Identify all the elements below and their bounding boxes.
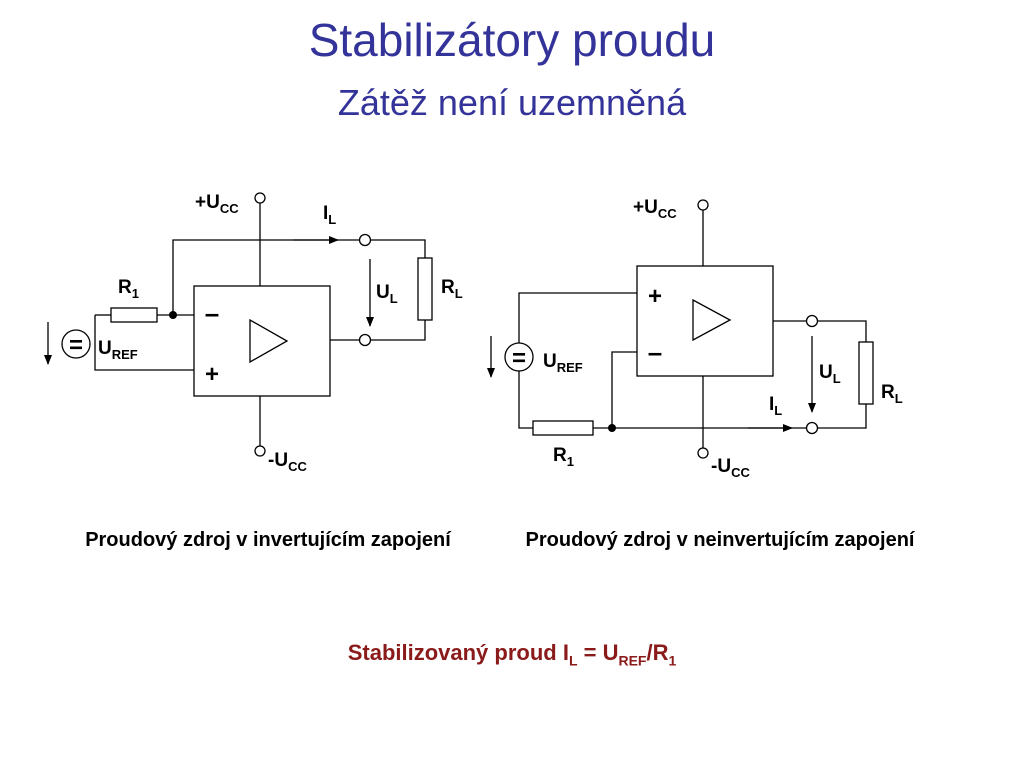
right-junction-dot [608, 424, 616, 432]
right-vcc-label: +UCC [633, 197, 677, 221]
right-caption: Proudový zdroj v neinvertujícím zapojení [525, 529, 915, 551]
left-opamp-minus: – [205, 298, 219, 328]
left-uref-label: UREF [98, 338, 138, 362]
left-opamp-triangle [249, 318, 289, 364]
left-rl-label: RL [441, 277, 463, 301]
left-vref-source [61, 329, 91, 359]
formula-prefix: Stabilizovaný proud I [347, 640, 569, 665]
right-ul-label: UL [819, 362, 841, 386]
page-title: Stabilizátory proudu [308, 14, 716, 66]
left-vee-terminal [254, 445, 266, 457]
right-r1-label: R1 [553, 445, 574, 469]
left-caption: Proudový zdroj v invertujícím zapojení [85, 529, 451, 551]
left-vcc-label: +UCC [195, 192, 239, 216]
right-rl-resistor [858, 341, 874, 405]
left-r1-resistor [110, 307, 158, 323]
left-vee-label: -UCC [268, 450, 307, 474]
right-vref-source [504, 342, 534, 372]
left-opamp-plus: + [205, 361, 219, 388]
right-r1-resistor [532, 420, 594, 436]
right-terminal-top [805, 314, 819, 328]
right-opamp-plus: + [648, 283, 662, 310]
right-opamp-triangle [692, 298, 732, 342]
page-subtitle: Zátěž není uzemněná [337, 82, 687, 123]
inverting-circuit: = – + +UCC IL R1 UL RL UREF -UCC [44, 192, 463, 474]
formula-sub-l: L [568, 652, 578, 669]
formula-slash: /R [646, 640, 669, 665]
right-rl-label: RL [881, 382, 903, 406]
right-vee-label: -UCC [711, 456, 750, 480]
left-r1-label: R1 [118, 277, 139, 301]
left-rl-resistor [417, 257, 433, 321]
right-terminal-bottom [805, 421, 819, 435]
right-uref-label: UREF [543, 351, 583, 375]
right-vee-terminal [697, 447, 709, 459]
left-il-label: IL [323, 203, 336, 227]
non-inverting-circuit: = + – +UCC UREF UL RL IL R1 -UCC [487, 197, 903, 480]
left-terminal-bottom [358, 333, 372, 347]
left-vcc-terminal [254, 192, 266, 204]
left-junction-dot [169, 311, 177, 319]
formula-sub-1: 1 [668, 652, 677, 669]
left-terminal-top [358, 233, 372, 247]
formula-sub-ref: REF [618, 652, 647, 669]
formula: Stabilizovaný proud IL = UREF/R1 [0, 640, 1024, 668]
left-ul-label: UL [376, 282, 398, 306]
right-vref-source-symbol: = [512, 345, 526, 372]
right-vcc-terminal [697, 199, 709, 211]
right-opamp-minus: – [648, 337, 662, 367]
formula-eq: = U [577, 640, 619, 665]
left-vref-source-symbol: = [69, 332, 83, 359]
right-il-label: IL [769, 394, 782, 418]
